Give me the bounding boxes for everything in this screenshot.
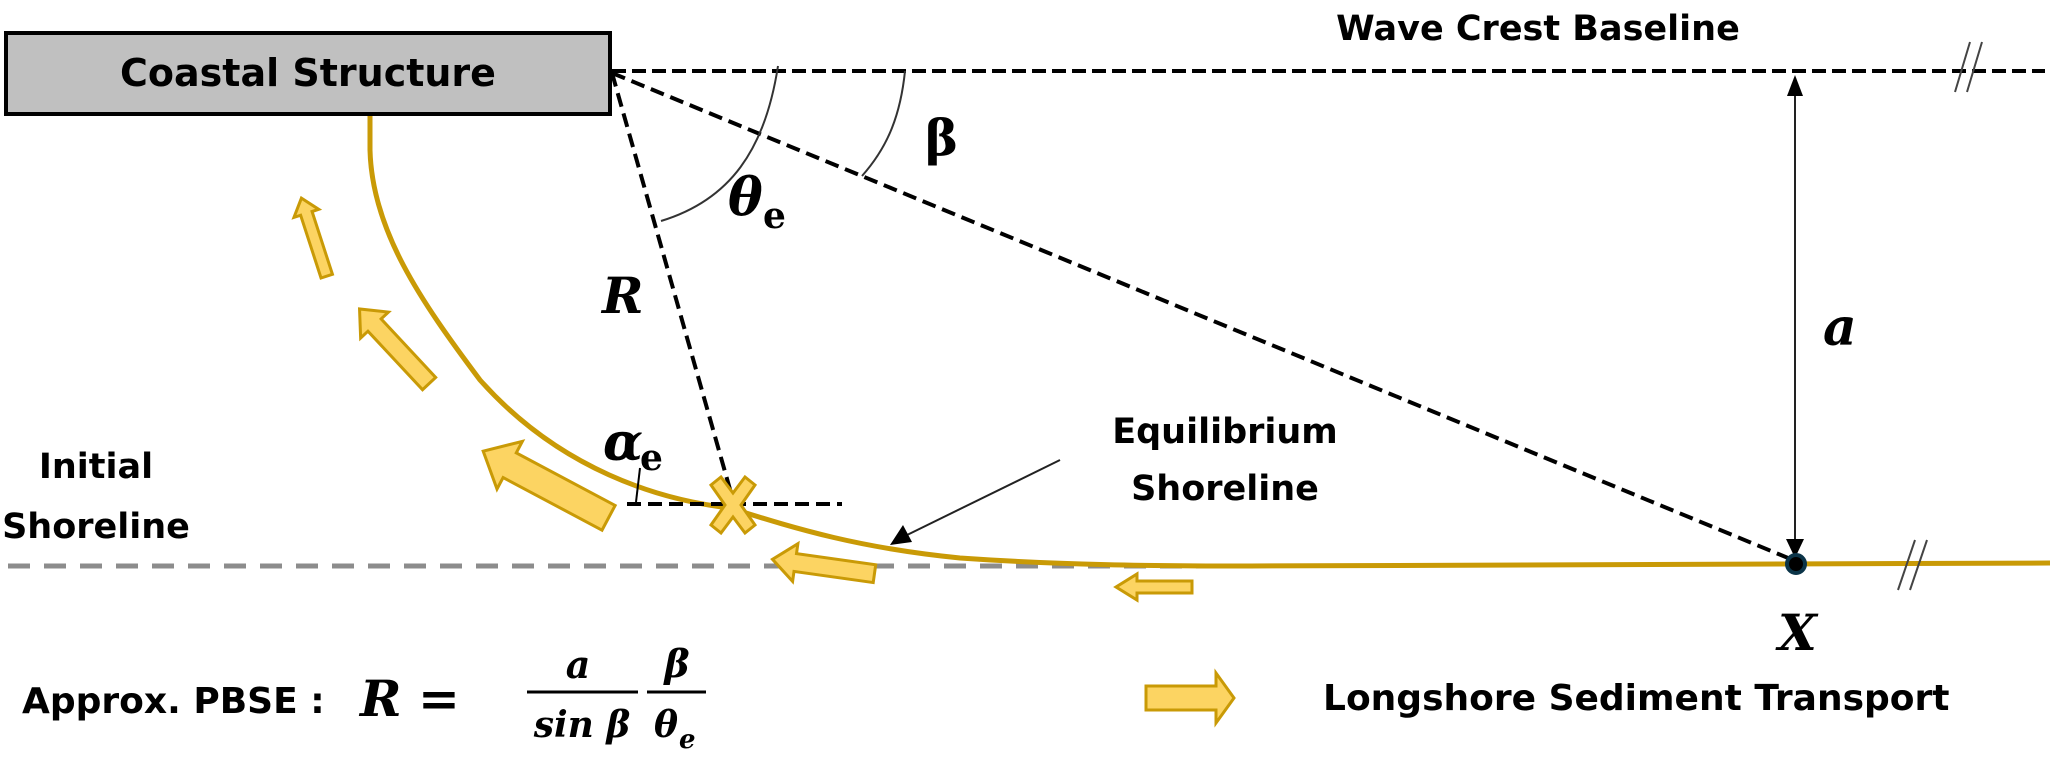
equilibrium-pointer-arrowhead — [890, 525, 912, 545]
legend-label: Longshore Sediment Transport — [1323, 678, 1949, 719]
theta-subscript: e — [763, 195, 786, 237]
formula-lhs: R — [358, 669, 402, 728]
equilibrium-shoreline-label: Equilibrium Shoreline — [1112, 412, 1338, 509]
beta-arc — [861, 70, 906, 177]
radius-label: R — [600, 266, 644, 325]
legend: Longshore Sediment Transport — [1144, 668, 1949, 728]
formula-prefix: Approx. PBSE : — [22, 681, 325, 722]
break-mark-bottom — [1897, 539, 1928, 591]
sediment-arrow-2 — [357, 307, 438, 392]
legend-arrow-icon — [1144, 668, 1236, 728]
alpha-e-label: α e — [603, 412, 663, 479]
a-label: a — [1823, 297, 1857, 358]
formula-denominator-theta-sub: e — [679, 725, 696, 755]
equilibrium-pointer-line — [904, 459, 1061, 537]
initial-shoreline-label: Initial Shoreline — [2, 447, 190, 547]
initial-shoreline-label-line1: Initial — [39, 447, 153, 487]
control-point-x — [1785, 553, 1807, 575]
formula-denominator-theta: θ — [654, 704, 678, 746]
formula-equals: = — [418, 669, 460, 728]
initial-shoreline-label-line2: Shoreline — [2, 507, 190, 547]
sediment-arrow-1 — [291, 195, 335, 280]
formula-numerator-beta: β — [662, 641, 689, 686]
formula-denominator-sinb: sin β — [533, 704, 631, 746]
coastal-structure-label: Coastal Structure — [120, 51, 496, 95]
theta-arc — [660, 65, 779, 222]
theta-symbol: θ — [728, 167, 763, 228]
equilibrium-shoreline-label-line1: Equilibrium — [1112, 412, 1338, 452]
line-to-control-point — [611, 71, 1794, 562]
break-mark-top — [1954, 41, 1983, 93]
x-label: X — [1775, 603, 1819, 662]
beta-label: β — [925, 108, 958, 167]
coastal-structure — [4, 31, 612, 116]
tangent-point-marker — [708, 474, 758, 536]
sediment-arrow-4 — [770, 540, 878, 585]
a-arrowhead-bottom — [1786, 539, 1804, 558]
theta-e-label: θ e — [728, 167, 786, 237]
alpha-symbol: α — [603, 412, 643, 473]
alpha-subscript: e — [640, 437, 663, 479]
alpha-arc — [635, 467, 641, 503]
wave-crest-baseline-label: Wave Crest Baseline — [1336, 9, 1740, 49]
radius-line — [610, 72, 735, 501]
pbse-formula: Approx. PBSE : R = a sin β β θ e — [22, 641, 706, 755]
equilibrium-shoreline-label-line2: Shoreline — [1131, 469, 1319, 509]
sediment-arrow-3 — [481, 439, 618, 533]
formula-numerator-a: a — [566, 642, 591, 687]
sediment-arrow-5 — [1113, 571, 1194, 603]
a-arrowhead-top — [1787, 75, 1803, 96]
